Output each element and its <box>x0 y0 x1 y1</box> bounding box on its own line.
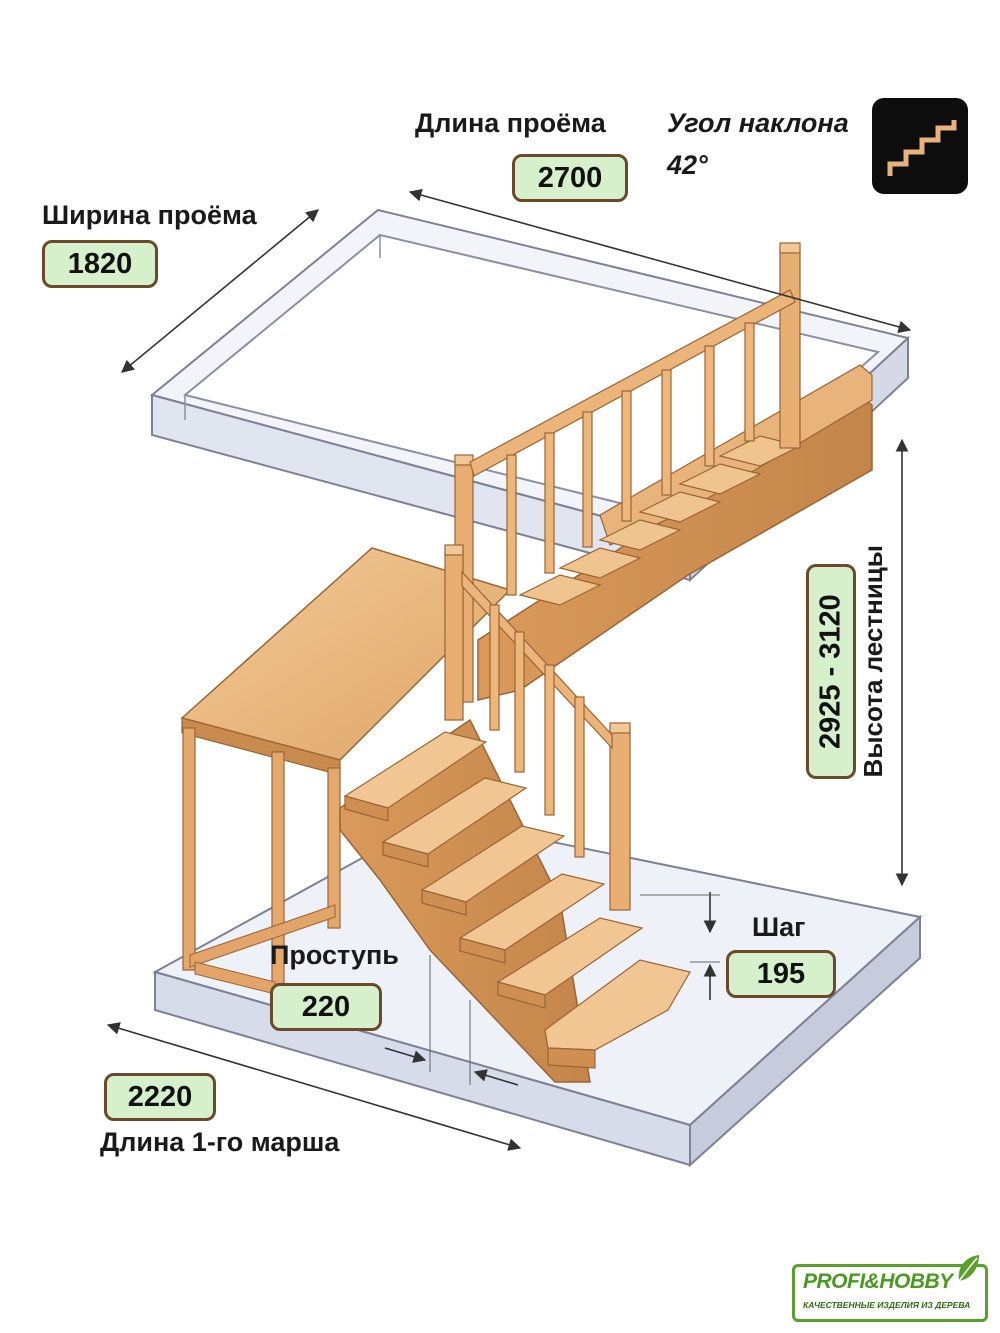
dimension-lines <box>106 188 912 1151</box>
logo-tagline: КАЧЕСТВЕННЫЕ ИЗДЕЛИЯ ИЗ ДЕРЕВА <box>803 1300 971 1310</box>
step-label: Шаг <box>752 912 806 942</box>
opening-length-label: Длина проёма <box>415 108 606 138</box>
march-length-label: Длина 1-го марша <box>100 1127 340 1157</box>
opening-length-value: 2700 <box>512 154 628 202</box>
tread-value: 220 <box>270 983 382 1031</box>
angle-value: 42° <box>667 150 708 180</box>
lower-flight <box>339 718 691 1083</box>
extension-lines <box>429 894 720 1085</box>
tread-label: Проступь <box>270 940 399 970</box>
height-label: Высота лестницы <box>858 545 888 778</box>
railings <box>444 242 801 911</box>
angle-label: Угол наклона <box>667 108 849 138</box>
brand-logo: PROFI&HOBBY КАЧЕСТВЕННЫЕ ИЗДЕЛИЯ ИЗ ДЕРЕ… <box>792 1255 988 1322</box>
landing-platform <box>180 547 512 995</box>
leaf-icon <box>958 1255 979 1282</box>
logo-name: PROFI&HOBBY <box>803 1270 953 1293</box>
march-length-value: 2220 <box>104 1073 216 1121</box>
opening-width-label: Ширина проёма <box>42 200 257 230</box>
stairs-angle-icon <box>872 98 968 194</box>
step-value: 195 <box>726 950 836 998</box>
opening-width-value: 1820 <box>42 240 158 288</box>
height-value: 2925 - 3120 <box>806 564 856 779</box>
upper-flight <box>477 364 873 701</box>
